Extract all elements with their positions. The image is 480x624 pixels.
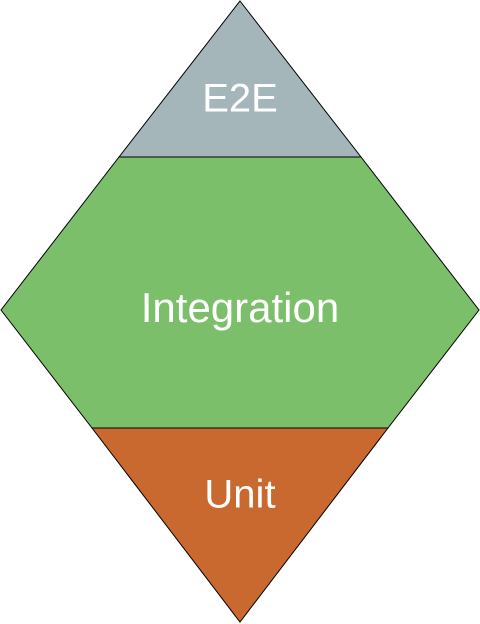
- unit-label: Unit: [204, 473, 275, 517]
- integration-label: Integration: [141, 284, 339, 331]
- unit-layer: [90, 427, 390, 623]
- e2e-label: E2E: [202, 77, 278, 121]
